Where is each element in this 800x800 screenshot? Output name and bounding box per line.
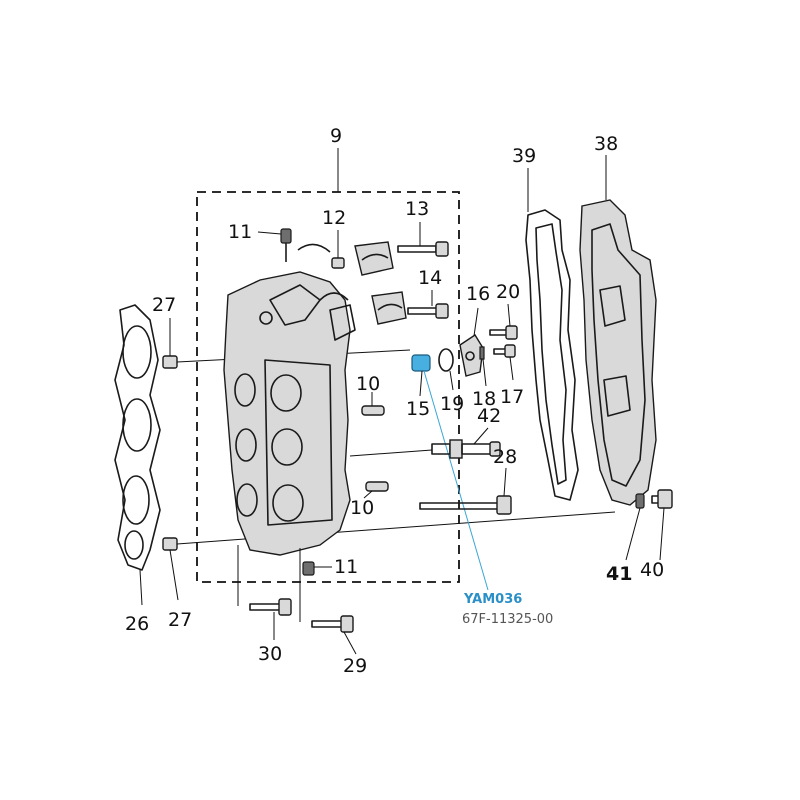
callout-40: 40 <box>640 559 664 581</box>
callout-17: 17 <box>500 386 524 408</box>
highlight-part-code[interactable]: YAM036 <box>463 592 522 607</box>
bolt-29[interactable] <box>311 615 354 633</box>
cam-cap-upper[interactable] <box>354 241 394 276</box>
callout-19: 19 <box>440 393 464 415</box>
dowel-10-lower[interactable] <box>365 481 389 492</box>
bolt-17[interactable] <box>493 344 516 358</box>
callout-29: 29 <box>343 655 367 677</box>
leader-17 <box>509 356 514 381</box>
leader-16 <box>473 307 479 337</box>
callout-11-upper: 11 <box>228 221 252 243</box>
callout-10-lower: 10 <box>350 497 374 519</box>
leader-28 <box>503 467 507 497</box>
callout-16: 16 <box>466 283 490 305</box>
align-line-plug <box>349 449 433 457</box>
dowel-10-upper[interactable] <box>361 405 385 416</box>
cover-gasket-39[interactable] <box>525 209 579 501</box>
callout-30: 30 <box>258 643 282 665</box>
leader-20 <box>507 303 511 327</box>
bolt-30[interactable] <box>249 598 292 616</box>
head-gasket[interactable] <box>114 304 161 571</box>
pin-12[interactable] <box>331 257 345 269</box>
cam-cap-lower[interactable] <box>371 291 407 325</box>
callout-27-upper: 27 <box>152 294 176 316</box>
callout-42: 42 <box>477 405 501 427</box>
leader-42 <box>473 427 489 445</box>
bolt-14[interactable] <box>407 303 449 319</box>
highlight-leader <box>423 370 489 591</box>
bolt-13[interactable] <box>397 241 449 257</box>
callout-41: 41 <box>606 563 632 585</box>
bolt-40[interactable] <box>651 489 673 509</box>
callout-27-lower: 27 <box>168 609 192 631</box>
leader-29 <box>343 631 357 655</box>
callout-28: 28 <box>493 446 517 468</box>
bracket-16[interactable] <box>459 334 484 377</box>
bolt-20[interactable] <box>489 325 518 340</box>
callout-18: 18 <box>472 388 496 410</box>
callout-14: 14 <box>418 267 442 289</box>
callout-39: 39 <box>512 145 536 167</box>
o-ring-19[interactable] <box>438 348 454 372</box>
bolt-28[interactable] <box>419 495 512 515</box>
assembly-boundary <box>196 191 460 583</box>
leader-40 <box>659 507 665 561</box>
plug-15-highlighted[interactable] <box>411 354 431 372</box>
head-cover-38[interactable] <box>579 199 657 506</box>
callout-38: 38 <box>594 133 618 155</box>
stud-11-lower[interactable] <box>302 561 315 576</box>
washer-18[interactable] <box>479 346 485 360</box>
callout-10-upper: 10 <box>356 373 380 395</box>
callout-12: 12 <box>322 207 346 229</box>
callout-11-lower: 11 <box>334 556 358 578</box>
leader-41 <box>625 507 641 561</box>
stud-11-upper[interactable] <box>280 228 292 244</box>
cylinder-head[interactable] <box>223 271 356 556</box>
spark-plug-42[interactable] <box>431 439 501 459</box>
leader-27b <box>169 549 179 601</box>
callout-13: 13 <box>405 198 429 220</box>
leader-18 <box>482 358 487 387</box>
dowel-pin-lower[interactable] <box>162 537 178 551</box>
callout-26: 26 <box>125 613 149 635</box>
leader-15 <box>419 370 423 397</box>
leader-10b <box>363 490 373 499</box>
cam-saddle-upper <box>297 243 331 253</box>
cam-saddle-lower <box>319 292 349 301</box>
leader-26 <box>139 569 143 606</box>
leader-19 <box>449 370 454 391</box>
callout-20: 20 <box>496 281 520 303</box>
leader-11a <box>257 231 282 235</box>
highlight-part-number: 67F-11325-00 <box>462 612 553 627</box>
callout-9: 9 <box>330 125 342 147</box>
dowel-pin-upper[interactable] <box>162 355 178 369</box>
callout-15: 15 <box>406 398 430 420</box>
washer-41[interactable] <box>635 493 645 509</box>
